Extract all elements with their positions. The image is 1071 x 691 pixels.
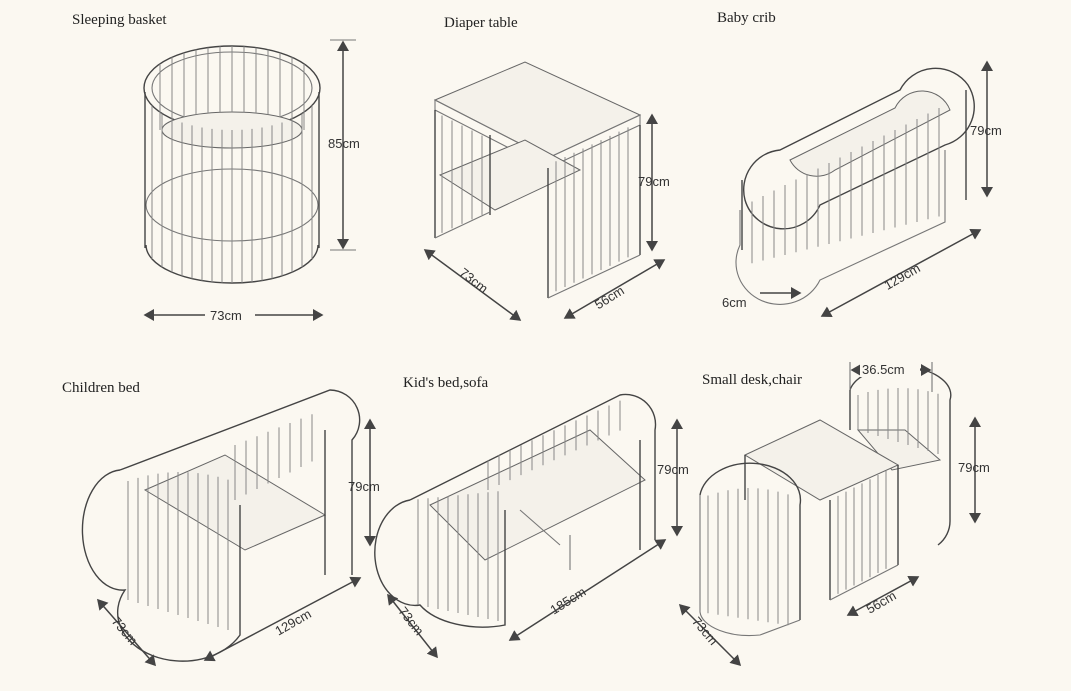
panel-title-diaper-table: Diaper table	[444, 15, 518, 31]
diaper-table-drawing	[433, 61, 642, 299]
panel-title-kids-bed-sofa: Kid's bed,sofa	[403, 375, 489, 391]
sleeping-basket-drawing	[143, 45, 321, 284]
dim-table-depth: 73cm	[457, 265, 491, 296]
dim-crib-height: 79cm	[970, 123, 1002, 138]
panel-title-children-bed: Children bed	[62, 380, 140, 396]
sleeping-basket-dimensions: 85cm 73cm	[143, 39, 360, 324]
dim-basket-width: 73cm	[210, 308, 242, 323]
dim-chair-width: 36.5cm	[862, 362, 905, 377]
panel-title-small-desk-chair: Small desk,chair	[702, 372, 802, 388]
dim-table-height: 79cm	[638, 174, 670, 189]
dim-kbed-length: 185cm	[547, 584, 588, 617]
dim-table-width: 56cm	[592, 283, 627, 313]
dim-kbed-height: 79cm	[657, 462, 689, 477]
dim-cbed-height: 79cm	[348, 479, 380, 494]
small-desk-chair-dimensions: 36.5cm 79cm 56cm 73cm	[678, 361, 990, 667]
dim-desk-height: 79cm	[958, 460, 990, 475]
dim-kbed-width: 73cm	[395, 604, 426, 638]
small-desk-chair-drawing	[699, 366, 952, 637]
kids-bed-sofa-drawing	[374, 393, 657, 628]
baby-crib-drawing	[735, 67, 975, 305]
dim-crib-gap: 6cm	[722, 295, 747, 310]
dim-basket-height: 85cm	[328, 136, 360, 151]
panel-title-sleeping-basket: Sleeping basket	[72, 12, 167, 28]
children-bed-drawing	[81, 389, 361, 662]
panel-title-baby-crib: Baby crib	[717, 10, 776, 26]
dim-cbed-length: 129cm	[272, 606, 313, 639]
dim-crib-length: 129cm	[881, 260, 922, 293]
dim-chair-depth: 73cm	[689, 614, 721, 648]
dim-desk-depth: 56cm	[864, 588, 899, 617]
